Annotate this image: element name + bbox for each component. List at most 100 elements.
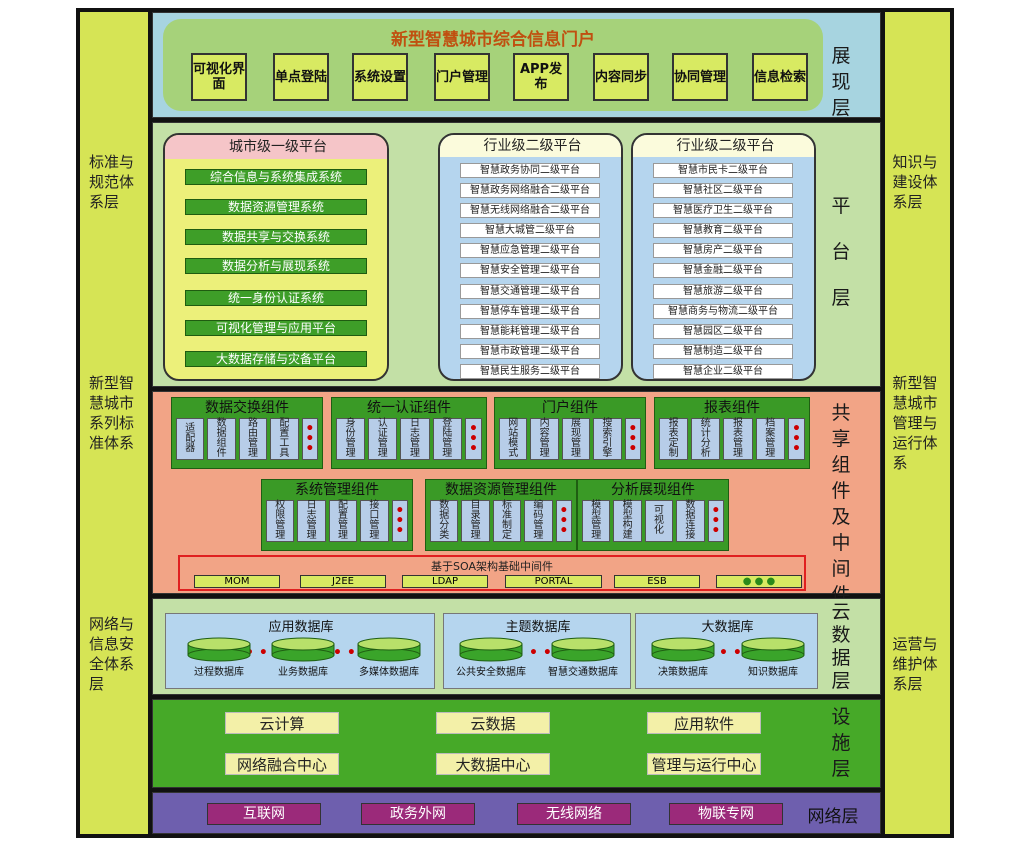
city-platform-item: 综合信息与系统集成系统 — [185, 169, 367, 185]
industry-platform-title: 行业级二级平台 — [440, 135, 621, 157]
soa-item: PORTAL — [505, 575, 602, 588]
platform-layer: 城市级一级平台 综合信息与系统集成系统 数据资源管理系统 数据共享与交换系统 数… — [152, 122, 881, 387]
database-icon: 智慧交通数据库 — [548, 637, 618, 678]
component-cells: 报表定制统计分析报表管理档案管理••• — [655, 418, 809, 460]
component-cells: 身份管理认证管理日志管理登陆管理••• — [332, 418, 486, 460]
component-cell: 展现管理 — [561, 418, 591, 460]
component-title: 分析展现组件 — [611, 482, 695, 498]
industry-platform-item: 智慧金融二级平台 — [653, 263, 793, 278]
infra-item: 网络融合中心 — [225, 753, 339, 775]
component-more-dots: ••• — [555, 500, 573, 542]
soa-item: MOM — [194, 575, 280, 588]
database-label: 决策数据库 — [658, 667, 708, 678]
component-more-dots: ••• — [301, 418, 319, 460]
component-cell: 报表定制 — [659, 418, 689, 460]
component-title: 报表组件 — [704, 400, 760, 416]
industry-platform-item: 智慧政务网络融合二级平台 — [460, 183, 600, 198]
component-cell: 可视化 — [644, 500, 674, 542]
database-label: 业务数据库 — [278, 667, 328, 678]
industry-platform-item: 智慧市民卡二级平台 — [653, 163, 793, 178]
industry-platform-item: 智慧市政管理二级平台 — [460, 344, 600, 359]
cloud-layer-label: 云数据层 — [831, 601, 851, 692]
component-cell: 权限管理 — [266, 500, 295, 542]
component-cell: 数据连接 — [676, 500, 705, 542]
industry-platform-panel-b: 行业级二级平台 智慧市民卡二级平台 智慧社区二级平台 智慧医疗卫生二级平台 智慧… — [631, 133, 816, 381]
portal-button[interactable]: 门户管理 — [434, 53, 490, 101]
component-cells: 网站模式内容管理展现管理搜索引擎••• — [495, 418, 645, 460]
component-cell: 标准制定 — [492, 500, 522, 542]
database-label: 知识数据库 — [748, 667, 798, 678]
database-label: 过程数据库 — [194, 667, 244, 678]
component-cell: 适配器 — [176, 418, 205, 460]
network-item: 无线网络 — [517, 803, 631, 825]
component-title: 统一认证组件 — [367, 400, 451, 416]
component-cell: 日志管理 — [297, 500, 326, 542]
database-label: 多媒体数据库 — [359, 667, 419, 678]
presentation-layer: 新型智慧城市综合信息门户 可视化界面 单点登陆 系统设置 门户管理 APP发布 … — [152, 12, 881, 119]
city-platform-panel: 城市级一级平台 综合信息与系统集成系统 数据资源管理系统 数据共享与交换系统 数… — [163, 133, 389, 381]
soa-item: J2EE — [300, 575, 386, 588]
component-cell: 配置管理 — [328, 500, 358, 542]
portal-button[interactable]: 信息检索 — [752, 53, 808, 101]
left-label-standards: 标准与规范体系层 — [89, 153, 135, 212]
cloud-data-layer: 应用数据库 主题数据库 大数据库 • • • • • • • • • • • •… — [152, 598, 881, 695]
soa-more-dots: ● ● ● — [716, 575, 802, 588]
database-label: 公共安全数据库 — [456, 667, 526, 678]
infra-item: 云计算 — [225, 712, 339, 734]
infra-item: 管理与运行中心 — [647, 753, 761, 775]
city-platform-item: 数据分析与展现系统 — [185, 258, 367, 274]
industry-platform-panel-a: 行业级二级平台 智慧政务协同二级平台 智慧政务网络融合二级平台 智慧无线网络融合… — [438, 133, 623, 381]
industry-platform-item: 智慧教育二级平台 — [653, 223, 793, 238]
industry-platform-item: 智慧无线网络融合二级平台 — [460, 203, 600, 218]
industry-platform-item: 智慧旅游二级平台 — [653, 284, 793, 299]
soa-title: 基于SOA架构基础中间件 — [431, 560, 553, 573]
presentation-layer-label: 展现层 — [831, 45, 851, 119]
industry-platform-item: 智慧企业二级平台 — [653, 364, 793, 379]
component-cells: 数据分类目录管理标准制定编码管理••• — [426, 500, 576, 542]
left-label-security: 网络与信息安全体系层 — [89, 614, 135, 693]
city-platform-item: 数据资源管理系统 — [185, 199, 367, 215]
industry-platform-title: 行业级二级平台 — [633, 135, 814, 157]
portal-button[interactable]: 可视化界面 — [191, 53, 247, 101]
database-icon: 决策数据库 — [651, 637, 715, 678]
portal-button[interactable]: 单点登陆 — [273, 53, 329, 101]
database-label: 智慧交通数据库 — [548, 667, 618, 678]
platform-layer-label: 平台层 — [831, 195, 851, 309]
component-cell: 路由管理 — [238, 418, 268, 460]
component-title: 数据资源管理组件 — [445, 482, 557, 498]
portal-panel: 新型智慧城市综合信息门户 可视化界面 单点登陆 系统设置 门户管理 APP发布 … — [163, 19, 823, 111]
right-label-knowledge: 知识与建设体系层 — [892, 153, 938, 212]
right-column: 知识与建设体系层 新型智慧城市管理与运行体系 运营与维护体系层 — [885, 12, 950, 834]
portal-button[interactable]: APP发布 — [513, 53, 569, 101]
database-icon: 业务数据库 — [271, 637, 335, 678]
component-title: 门户组件 — [542, 400, 598, 416]
component-cells: 权限管理日志管理配置管理接口管理••• — [262, 500, 412, 542]
portal-button[interactable]: 系统设置 — [352, 53, 408, 101]
industry-platform-item: 智慧安全管理二级平台 — [460, 263, 600, 278]
soa-item: ESB — [614, 575, 700, 588]
portal-button[interactable]: 内容同步 — [593, 53, 649, 101]
soa-middleware-box: 基于SOA架构基础中间件 MOM J2EE LDAP PORTAL ESB ● … — [178, 555, 806, 591]
industry-platform-item: 智慧能耗管理二级平台 — [460, 324, 600, 339]
db-group-title: 应用数据库 — [268, 620, 334, 635]
component-cells: 适配器数据组件路由管理配置工具••• — [172, 418, 322, 460]
component-box: 数据交换组件适配器数据组件路由管理配置工具••• — [171, 397, 323, 469]
industry-platform-item: 智慧医疗卫生二级平台 — [653, 203, 793, 218]
network-item: 互联网 — [207, 803, 321, 825]
infrastructure-layer-label: 设施层 — [831, 706, 851, 780]
city-platform-item: 数据共享与交换系统 — [185, 229, 367, 245]
database-icon: 多媒体数据库 — [357, 637, 421, 678]
industry-platform-item: 智慧停车管理二级平台 — [460, 304, 600, 319]
component-more-dots: ••• — [787, 418, 806, 460]
portal-button[interactable]: 协同管理 — [672, 53, 728, 101]
component-cell: 数据组件 — [207, 418, 236, 460]
component-box: 报表组件报表定制统计分析报表管理档案管理••• — [654, 397, 810, 469]
industry-platform-item: 智慧交通管理二级平台 — [460, 284, 600, 299]
component-box: 系统管理组件权限管理日志管理配置管理接口管理••• — [261, 479, 413, 551]
component-more-dots: ••• — [707, 500, 725, 542]
component-box: 分析展现组件模型管理模型构建可视化数据连接••• — [577, 479, 729, 551]
portal-title: 新型智慧城市综合信息门户 — [391, 30, 595, 50]
component-cell: 认证管理 — [368, 418, 398, 460]
database-icon: 过程数据库 — [187, 637, 251, 678]
component-cell: 报表管理 — [723, 418, 753, 460]
